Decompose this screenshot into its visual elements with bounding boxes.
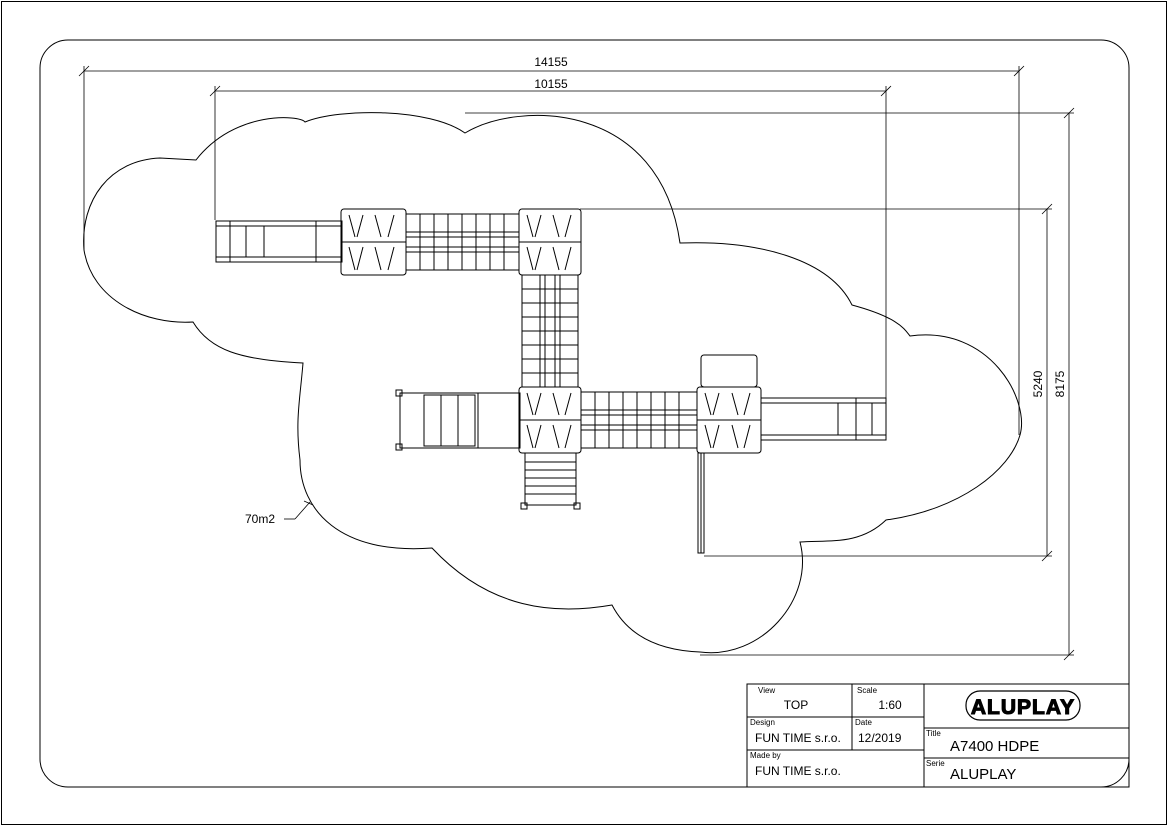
playground-structure: [215, 208, 887, 554]
dimension-inner-depth: [580, 203, 1053, 562]
design-value: FUN TIME s.r.o.: [755, 731, 841, 745]
title-block: [746, 683, 1130, 788]
tower-upper-left: [340, 208, 407, 276]
bridge-upper: [405, 213, 520, 271]
view-label: View: [758, 686, 775, 695]
serie-label: Serie: [926, 759, 945, 768]
bridge-lower: [580, 391, 698, 449]
bridge-vertical: [521, 274, 579, 388]
dimension-inner-width: [209, 85, 892, 398]
made-by-value: FUN TIME s.r.o.: [755, 764, 841, 778]
sheet-inner-frame: [39, 39, 1130, 788]
dimension-overall-depth-label: 8175: [1053, 370, 1067, 397]
dimension-overall-depth: [465, 107, 1075, 661]
date-value: 12/2019: [858, 731, 902, 745]
stairs-lower: [520, 452, 581, 510]
aluplay-logo: ALUPLAY: [965, 690, 1081, 721]
scale-label: Scale: [857, 686, 878, 695]
aluplay-logo-text: ALUPLAY: [971, 696, 1075, 719]
design-label: Design: [750, 718, 775, 727]
title-label: Title: [926, 729, 941, 738]
slide-right: [760, 397, 887, 441]
dimension-overall-width-label: 14155: [534, 55, 568, 69]
scale-value: 1:60: [878, 698, 902, 712]
slide-left: [215, 220, 343, 263]
tower-right: [696, 354, 762, 454]
pole-lower-right: [697, 452, 705, 554]
serie-value: ALUPLAY: [950, 766, 1016, 783]
dimension-inner-depth-label: 5240: [1031, 370, 1045, 397]
tower-lower-middle: [518, 386, 582, 454]
date-label: Date: [855, 718, 872, 727]
dimension-overall-width: [78, 65, 1025, 435]
ramp-left: [395, 389, 521, 451]
made-by-label: Made by: [750, 751, 781, 760]
area-leader: [284, 500, 314, 520]
view-value: TOP: [784, 698, 808, 712]
area-label: 70m2: [245, 512, 275, 526]
safety-zone-outline: [83, 112, 1022, 654]
dimension-inner-width-label: 10155: [534, 77, 568, 91]
tower-upper-middle: [518, 208, 582, 276]
title-value: A7400 HDPE: [950, 738, 1039, 755]
